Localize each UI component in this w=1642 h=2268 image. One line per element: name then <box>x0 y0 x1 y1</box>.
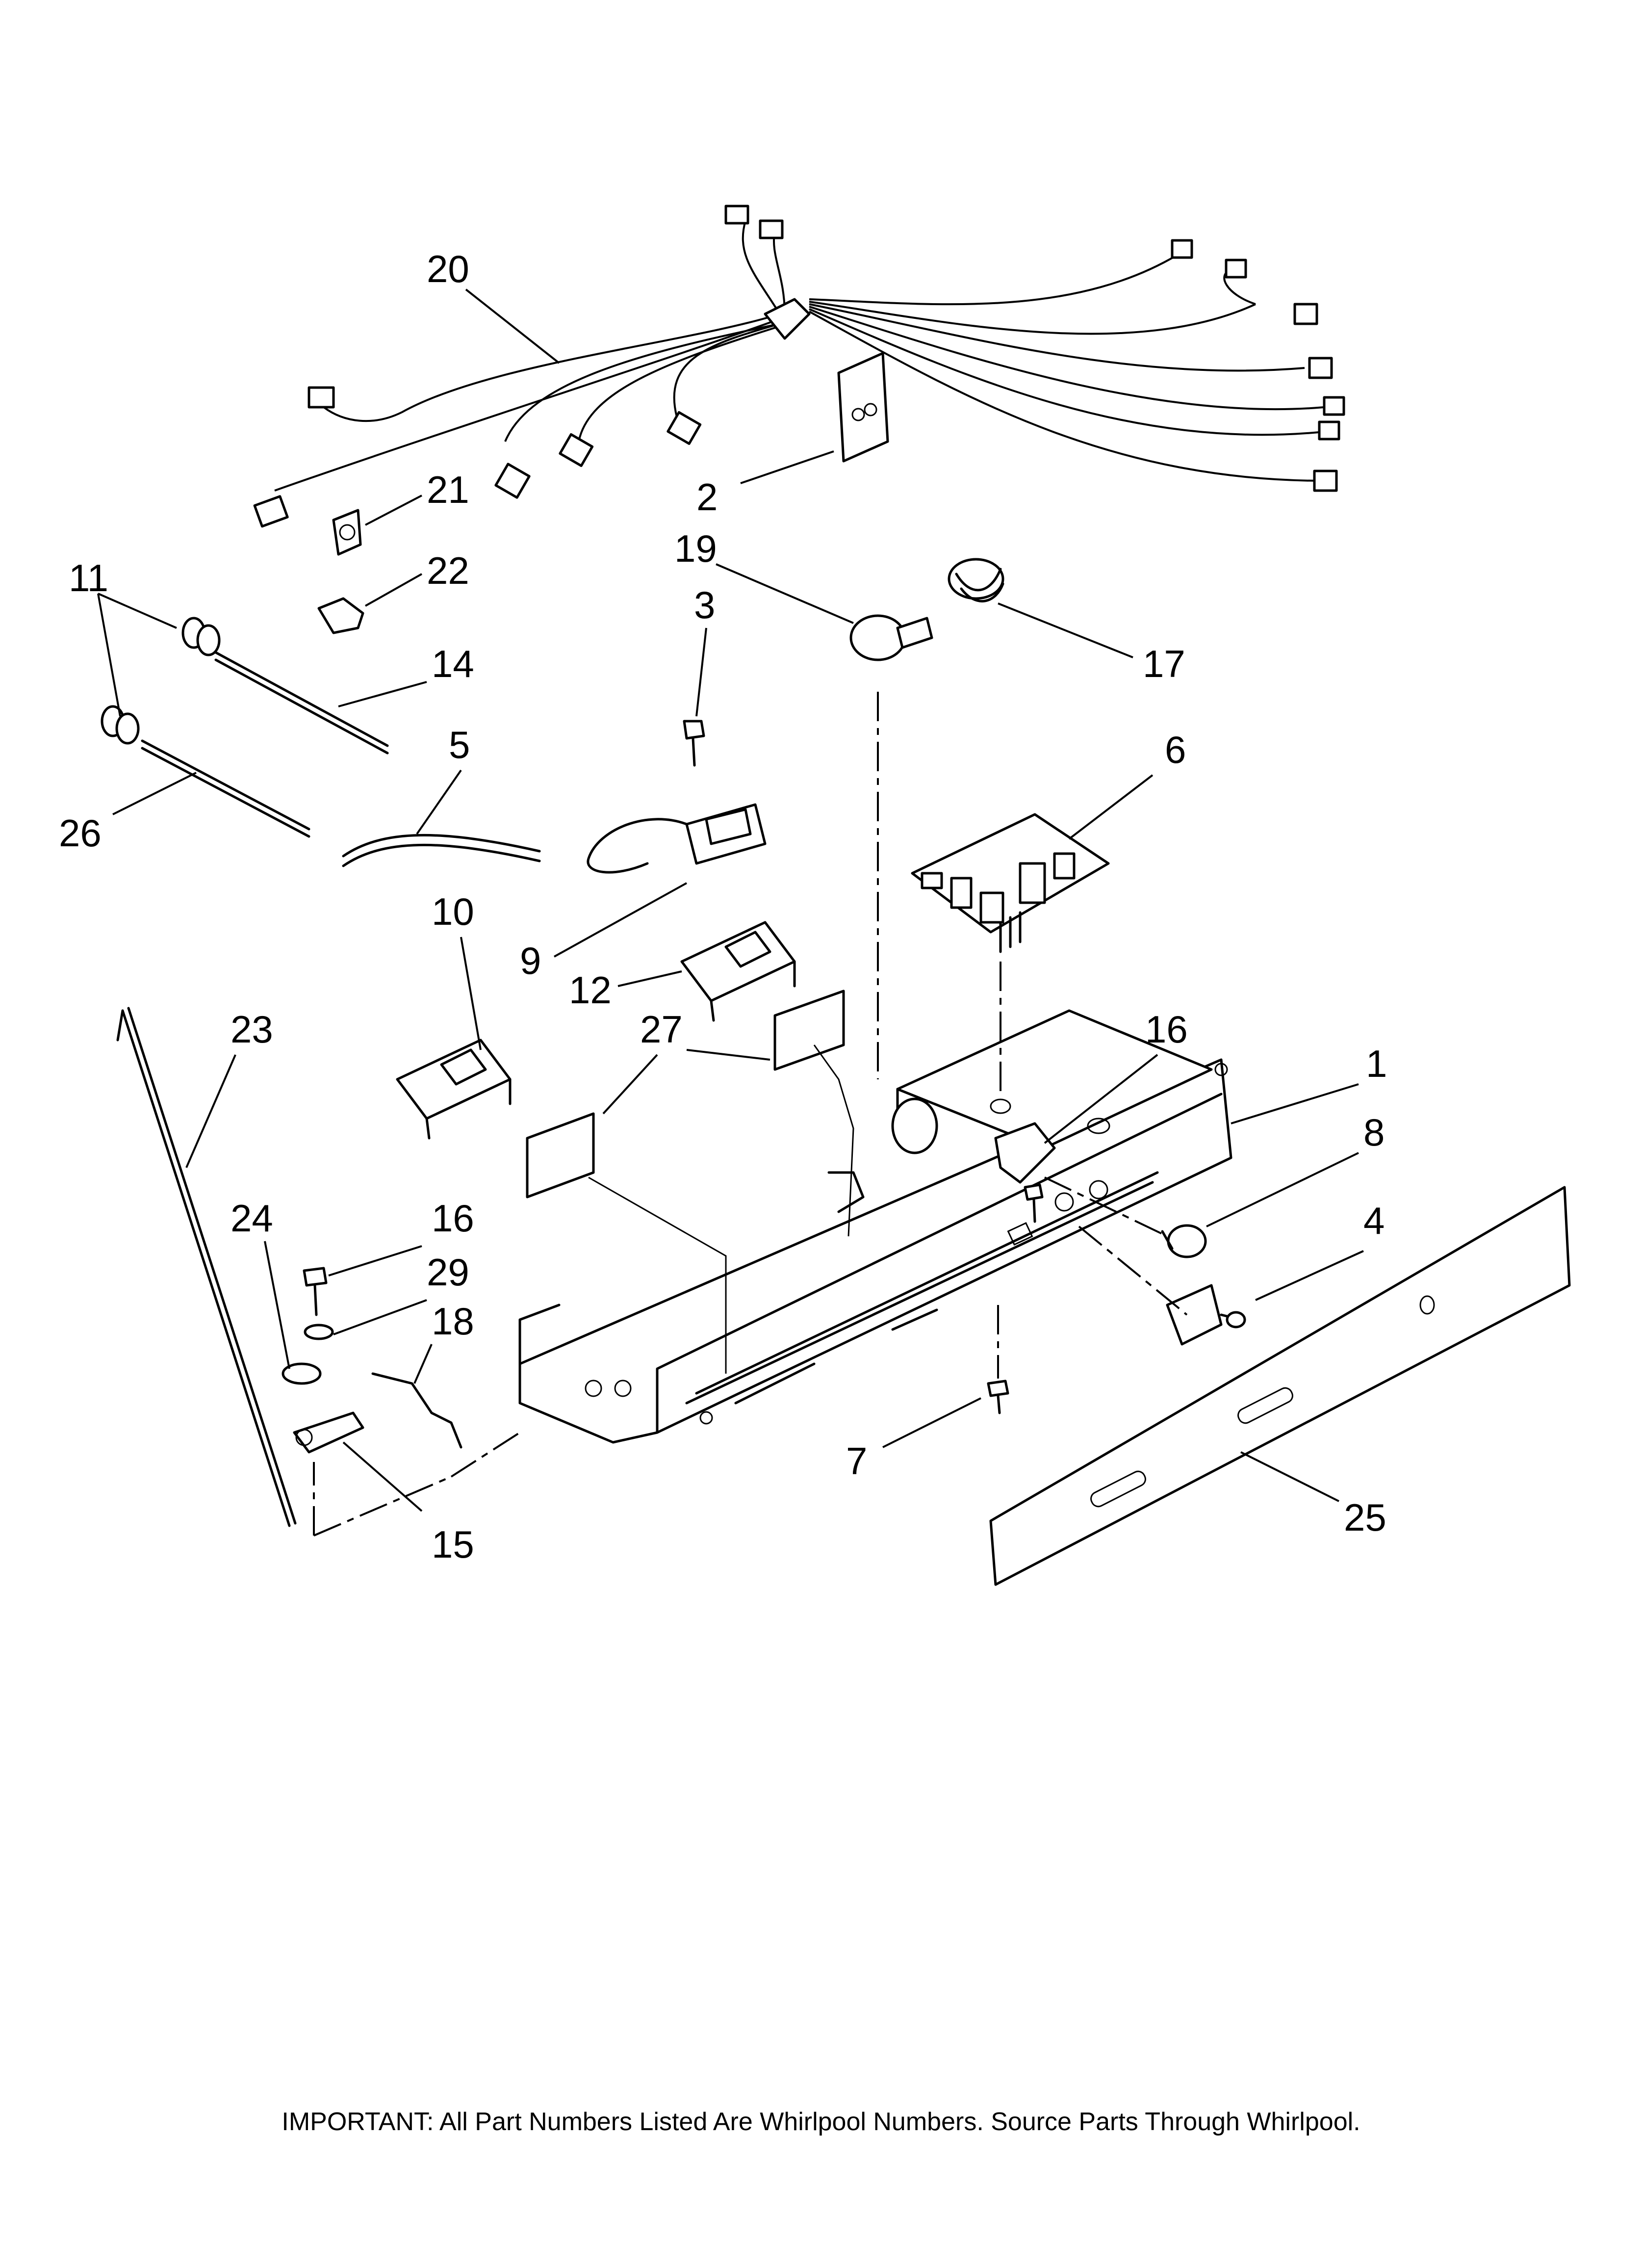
callout-4: 4 <box>1363 1199 1385 1242</box>
tube-assembly-parts <box>101 617 389 838</box>
trim-strip-part <box>989 1186 1571 1586</box>
callout-8: 8 <box>1363 1111 1385 1154</box>
callout-19: 19 <box>674 527 717 570</box>
bracket-part-10 <box>396 1039 512 1140</box>
insulator-pad-part <box>837 352 889 463</box>
clip-part-21 <box>332 509 362 556</box>
callout-17: 17 <box>1143 642 1185 685</box>
drain-tube-part <box>342 834 541 867</box>
callout-18: 18 <box>432 1300 474 1343</box>
bracket-part-12 <box>680 921 796 1022</box>
callout-11: 11 <box>69 556 108 600</box>
callout-29: 29 <box>427 1251 469 1294</box>
callout-5: 5 <box>449 723 470 766</box>
callout-7: 7 <box>846 1439 867 1483</box>
callout-20: 20 <box>427 247 469 290</box>
light-bulb-part <box>849 614 933 661</box>
leader-lines <box>97 288 1364 1512</box>
callout-numbers: 20 21 2 11 22 19 3 17 14 5 6 26 10 9 12 … <box>59 247 1387 1566</box>
callout-22: 22 <box>427 549 469 592</box>
switch-part-9 <box>587 803 767 874</box>
screw-part-7 <box>987 1380 1009 1414</box>
callout-10: 10 <box>432 890 474 933</box>
callout-26: 26 <box>59 811 102 855</box>
screw-part-16-upper <box>1024 1183 1044 1223</box>
light-socket-part <box>948 558 1004 602</box>
callout-16-upper: 16 <box>1145 1008 1188 1051</box>
callout-27: 27 <box>640 1008 683 1051</box>
control-housing-part <box>518 1009 1232 1444</box>
assembly-lines <box>450 692 1188 1478</box>
control-board-part <box>911 813 1110 953</box>
hinge-stack-parts <box>282 1267 462 1537</box>
wire-harness-part <box>253 205 1345 528</box>
label-part-27 <box>526 990 845 1199</box>
callout-9: 9 <box>520 939 541 982</box>
important-note: IMPORTANT: All Part Numbers Listed Are W… <box>282 2108 1360 2136</box>
callout-1: 1 <box>1366 1042 1387 1085</box>
callout-25: 25 <box>1344 1496 1386 1539</box>
callout-6: 6 <box>1165 728 1186 771</box>
callout-2: 2 <box>696 475 718 519</box>
screw-part-3 <box>683 720 705 767</box>
callout-12: 12 <box>569 968 612 1012</box>
callout-23: 23 <box>231 1008 273 1051</box>
clip-part-22 <box>317 597 364 634</box>
switch-part-4 <box>1166 1284 1246 1346</box>
callout-3: 3 <box>694 583 715 626</box>
callout-21: 21 <box>427 468 469 511</box>
rod-part-23 <box>116 1007 297 1527</box>
callout-24: 24 <box>231 1197 273 1240</box>
callout-14: 14 <box>432 642 474 685</box>
knob-part-8 <box>1161 1224 1207 1258</box>
callout-16-lower: 16 <box>432 1197 474 1240</box>
callout-15: 15 <box>432 1523 474 1566</box>
